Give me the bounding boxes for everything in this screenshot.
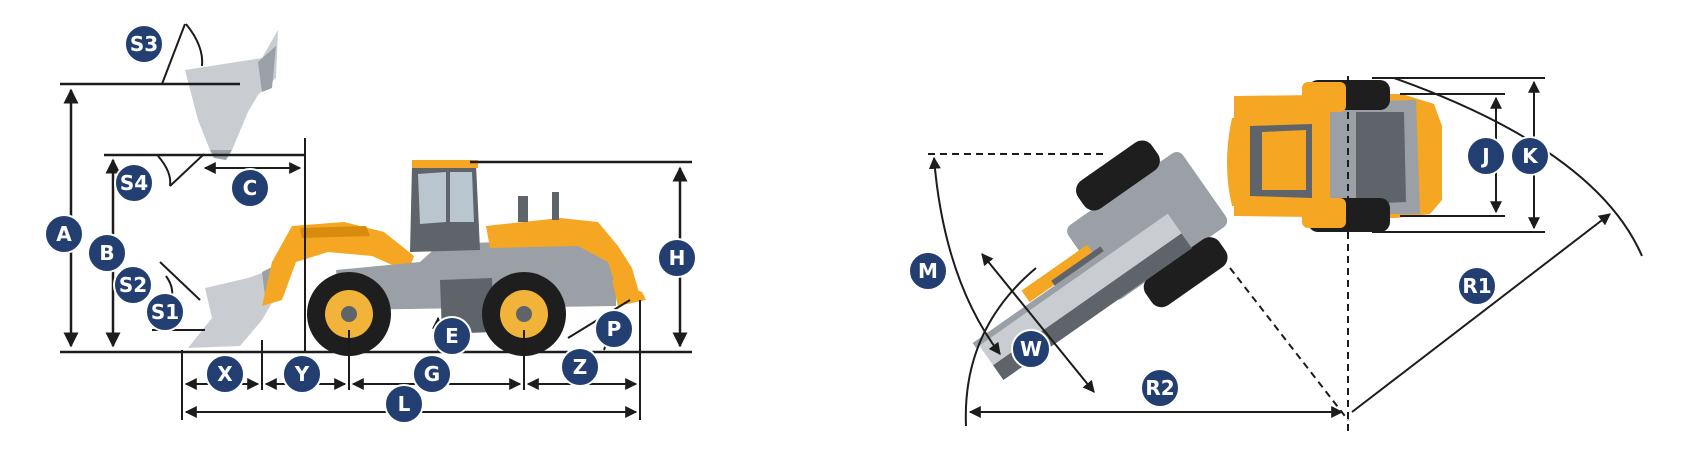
svg-text:S2: S2: [119, 273, 147, 297]
badge-G: G: [412, 354, 452, 394]
svg-text:S3: S3: [130, 32, 158, 56]
side-view: [60, 23, 692, 420]
badge-X: X: [205, 354, 245, 394]
svg-text:A: A: [56, 222, 72, 246]
svg-text:P: P: [607, 317, 622, 341]
svg-text:W: W: [1020, 337, 1042, 361]
rear-wheel: [482, 272, 566, 356]
svg-text:E: E: [445, 324, 459, 348]
svg-text:M: M: [918, 259, 938, 283]
svg-text:J: J: [1480, 144, 1489, 168]
badge-B: B: [87, 233, 127, 273]
badge-H: H: [657, 238, 697, 278]
badge-E: E: [432, 316, 472, 356]
badge-S2: S2: [113, 265, 153, 305]
loader-arm: [262, 222, 414, 306]
svg-text:Y: Y: [294, 362, 310, 386]
svg-text:R2: R2: [1145, 376, 1174, 400]
svg-text:S4: S4: [120, 171, 148, 195]
badge-Z: Z: [560, 347, 600, 387]
svg-text:L: L: [398, 392, 411, 416]
badge-P: P: [594, 309, 634, 349]
svg-text:B: B: [99, 241, 114, 265]
badge-S1: S1: [145, 292, 185, 332]
badge-R2: R2: [1140, 368, 1180, 408]
badge-S3: S3: [124, 24, 164, 64]
badge-C: C: [230, 168, 270, 208]
svg-text:H: H: [669, 246, 686, 270]
svg-text:C: C: [243, 176, 258, 200]
svg-text:X: X: [217, 362, 233, 386]
svg-text:Z: Z: [573, 355, 588, 379]
svg-text:K: K: [1522, 144, 1539, 168]
badge-M: M: [908, 251, 948, 291]
svg-text:S1: S1: [151, 300, 179, 324]
badge-R1: R1: [1457, 266, 1497, 306]
badge-K: K: [1510, 136, 1550, 176]
badge-A: A: [44, 214, 84, 254]
badge-L: L: [384, 384, 424, 424]
front-axis-line: [1229, 267, 1349, 421]
badge-S4: S4: [114, 163, 154, 203]
front-wheel: [307, 272, 391, 356]
svg-text:G: G: [424, 362, 440, 386]
badge-J: J: [1466, 136, 1506, 176]
loader-top-rear: [1227, 80, 1442, 232]
svg-text:R1: R1: [1462, 274, 1491, 298]
badge-Y: Y: [282, 354, 322, 394]
badge-W: W: [1011, 329, 1051, 369]
